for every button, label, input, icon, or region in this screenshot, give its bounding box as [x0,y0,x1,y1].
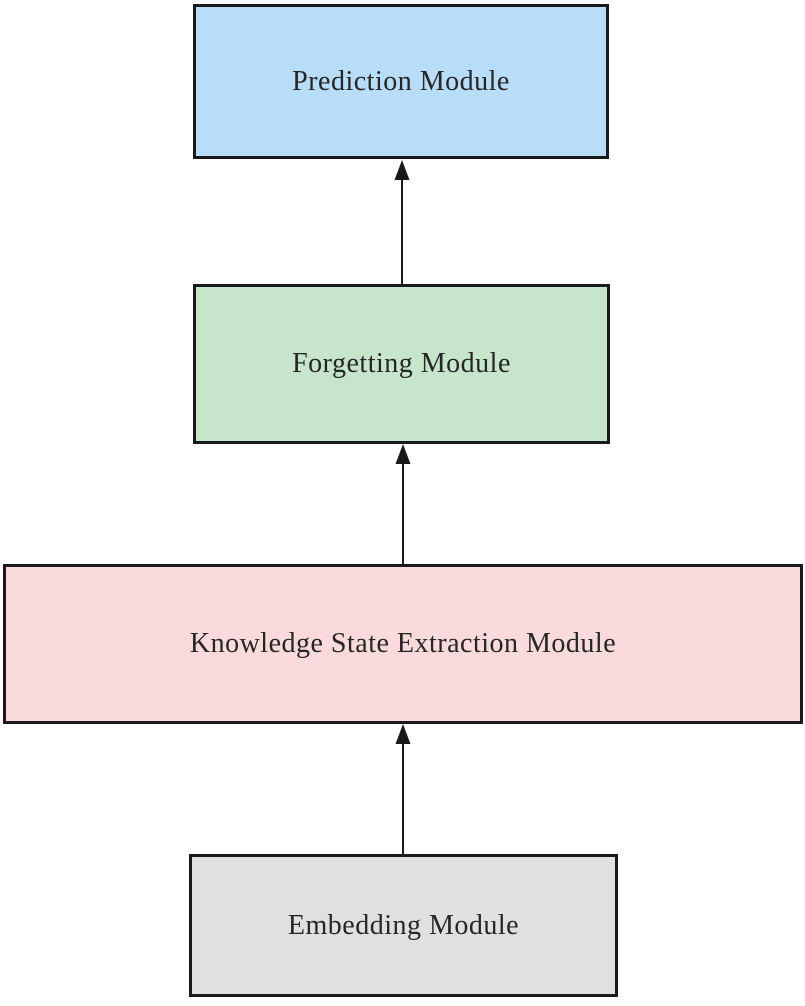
arrow-forgetting-to-prediction [394,160,410,285]
node-prediction-module: Prediction Module [193,4,609,159]
node-forgetting-module: Forgetting Module [193,284,610,444]
arrow-embedding-to-knowledge [395,724,411,855]
arrowhead-up-icon [394,160,410,180]
node-label-prediction: Prediction Module [292,65,510,97]
node-label-embedding: Embedding Module [287,909,520,941]
arrowhead-up-icon [395,444,411,464]
node-embedding-module: Embedding Module [189,854,618,997]
node-label-knowledge-state-extraction: Knowledge State Extraction Module [189,628,617,659]
node-knowledge-state-extraction-module: Knowledge State Extraction Module [3,564,803,724]
arrowhead-up-icon [395,724,411,744]
arrow-knowledge-to-forgetting [395,444,411,565]
node-label-forgetting: Forgetting Module [292,348,511,379]
